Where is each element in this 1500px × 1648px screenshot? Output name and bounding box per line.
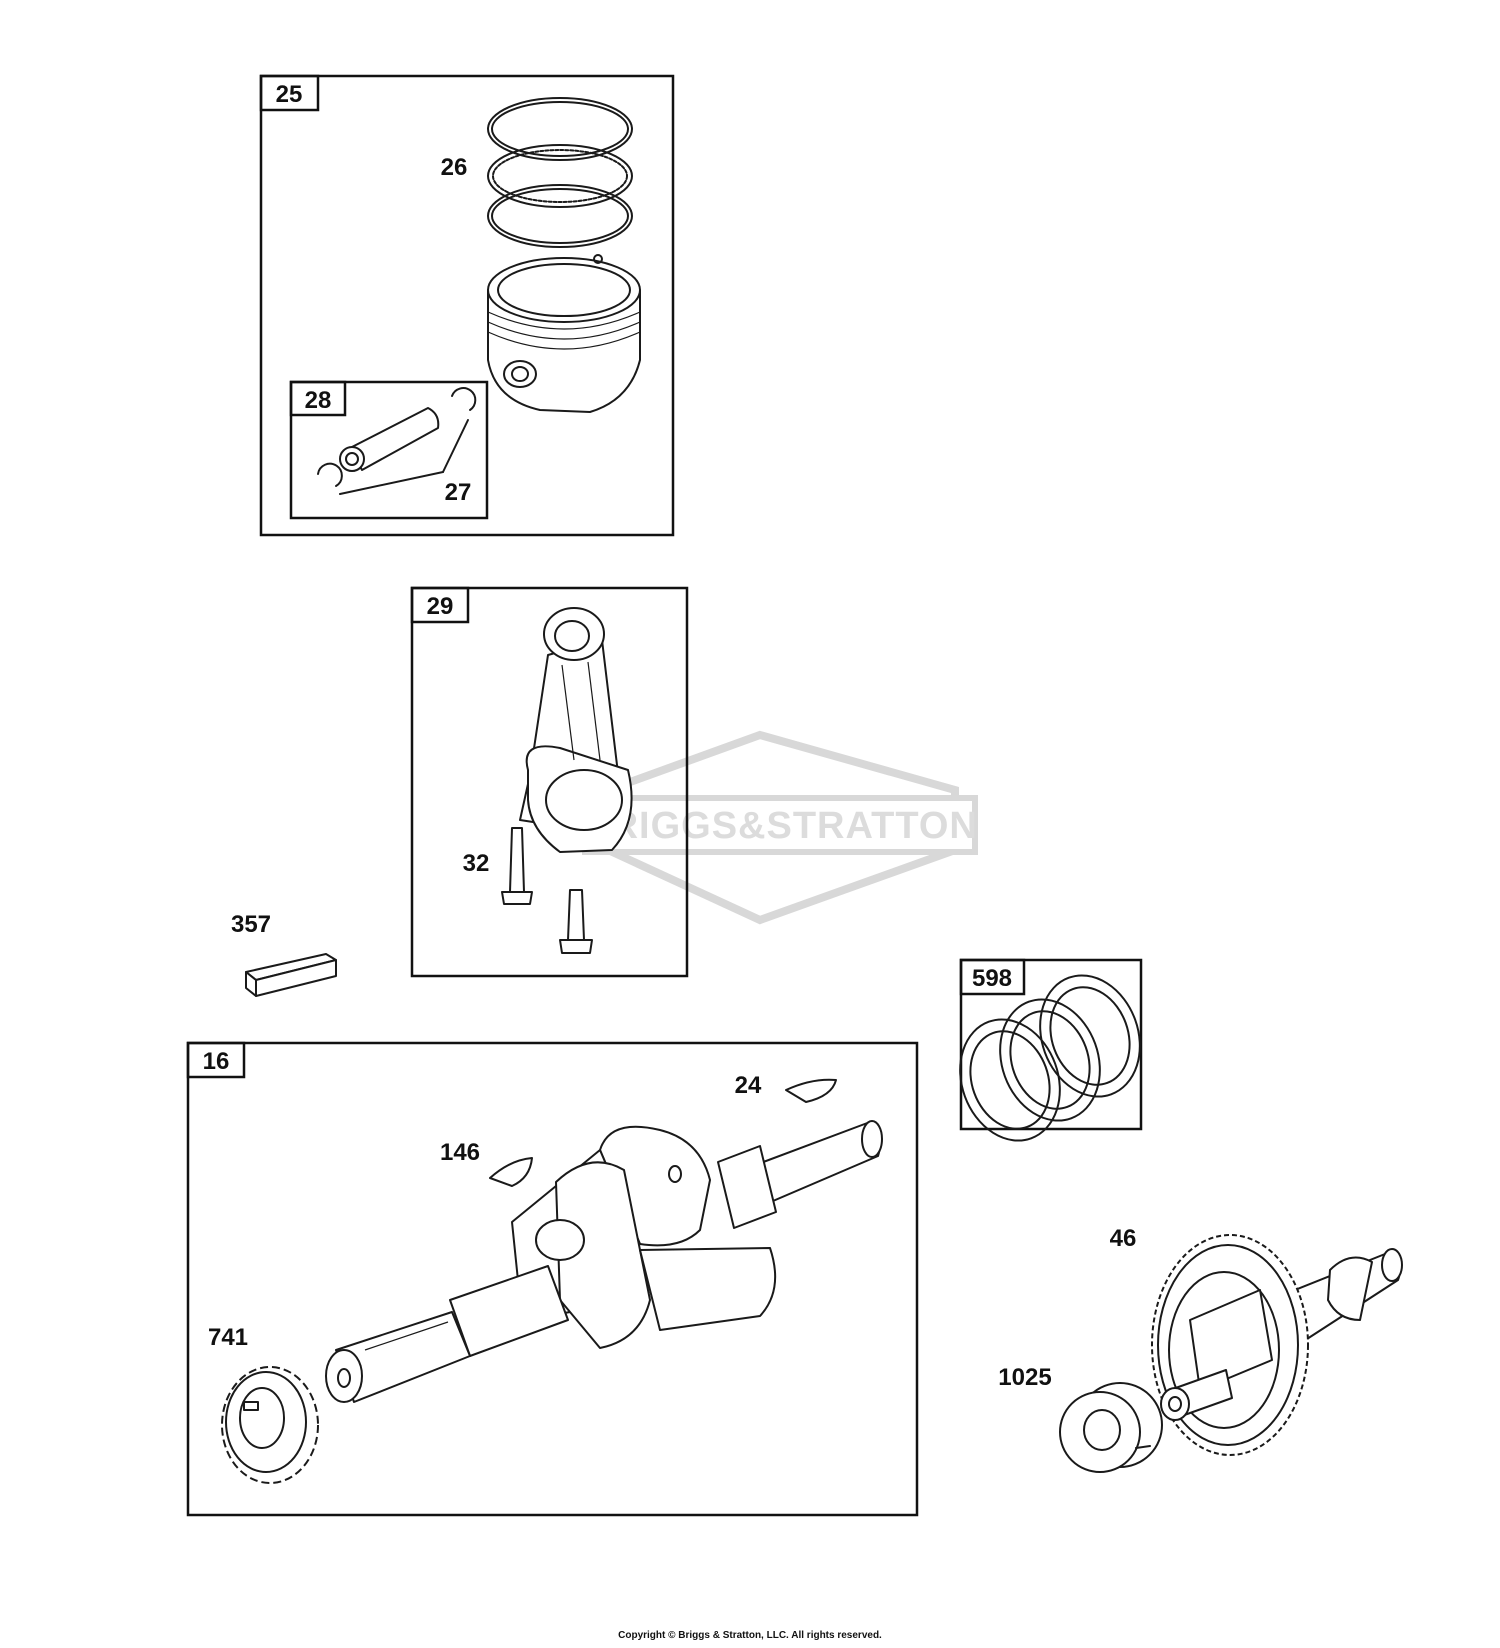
crankshaft-illustration [325, 1120, 883, 1403]
connecting-rod-illustration [501, 607, 633, 954]
connecting-rod-box: 29 32 [410, 586, 689, 978]
box-tag-29: 29 [427, 593, 454, 620]
callout-741: 741 [208, 1324, 248, 1351]
piston-pin-box: 28 [289, 380, 489, 520]
copyright-notice: Copyright © Briggs & Stratton, LLC. All … [618, 1630, 882, 1641]
bearing-kit-box: 598 [959, 958, 1143, 1142]
watermark-text: BRIGGS&STRATTON [582, 805, 978, 847]
washers-illustration [959, 974, 1141, 1142]
box-tag-28: 28 [305, 387, 332, 414]
cam-washer-illustration [1059, 1382, 1163, 1473]
callout-146: 146 [440, 1139, 480, 1166]
box-tag-16: 16 [203, 1048, 230, 1075]
callout-357: 357 [231, 911, 271, 938]
box-tag-25: 25 [276, 81, 303, 108]
callout-27: 27 [445, 479, 472, 506]
piston-illustration [487, 254, 641, 413]
callout-1025: 1025 [998, 1364, 1051, 1391]
key-24-illustration [785, 1078, 837, 1103]
camshaft-illustration [1151, 1234, 1403, 1456]
piston-rings-illustration [487, 97, 633, 248]
watermark-logo: BRIGGS&STRATTON [582, 730, 978, 925]
crankshaft-box: 16 24 146 741 [186, 1041, 919, 1517]
callout-24: 24 [735, 1072, 762, 1099]
piston-assembly-box: 25 26 28 [259, 74, 675, 537]
callout-32: 32 [463, 850, 490, 877]
key-357-illustration [245, 953, 337, 997]
callout-26: 26 [441, 154, 468, 181]
box-tag-598: 598 [972, 965, 1012, 992]
key-146-illustration [489, 1157, 533, 1187]
crank-gear-illustration [221, 1366, 319, 1484]
callout-46: 46 [1110, 1225, 1137, 1252]
